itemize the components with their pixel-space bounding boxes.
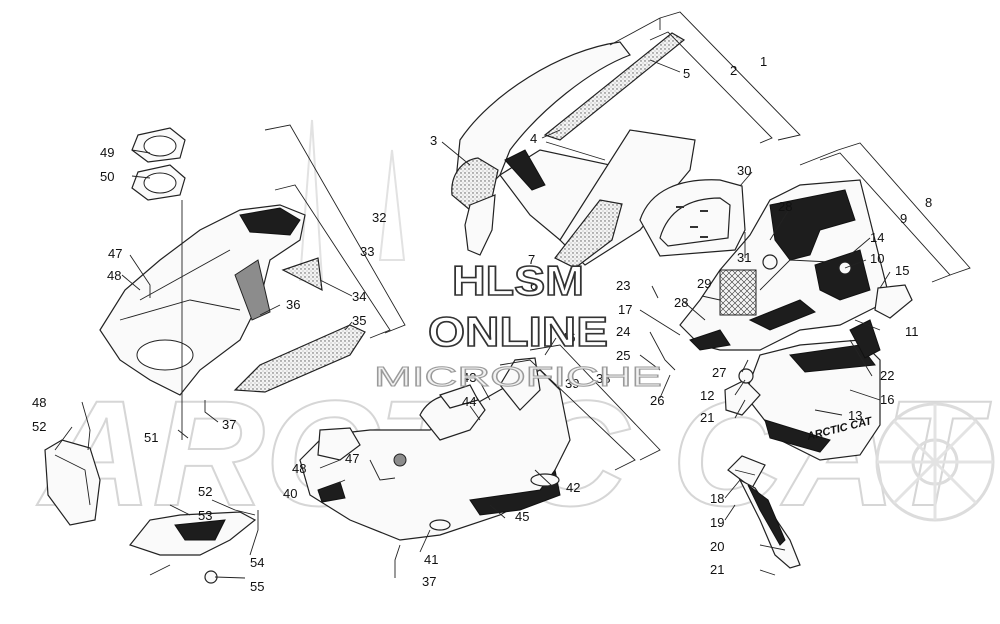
callout-31: 31 [737, 250, 751, 265]
callout-28-a: 28 [778, 199, 792, 214]
callout-26: 26 [650, 393, 664, 408]
callout-50: 50 [100, 169, 114, 184]
callout-32: 32 [372, 210, 386, 225]
callout-16: 16 [880, 392, 894, 407]
callout-13: 13 [848, 408, 862, 423]
callout-27: 27 [712, 365, 726, 380]
callout-45: 45 [515, 509, 529, 524]
callout-23: 23 [616, 278, 630, 293]
hood-assembly [451, 32, 746, 269]
side-panel-assembly: ARCTIC CAT [679, 179, 913, 461]
callout-17: 17 [618, 302, 632, 317]
callout-14: 14 [870, 230, 884, 245]
callout-42: 42 [566, 480, 580, 495]
callout-47-b: 47 [345, 451, 359, 466]
callout-15: 15 [895, 263, 909, 278]
callout-7: 7 [528, 252, 535, 267]
callout-37-a: 37 [222, 417, 236, 432]
callout-22: 22 [880, 368, 894, 383]
callout-2: 2 [730, 63, 737, 78]
callout-4: 4 [530, 131, 537, 146]
callout-1: 1 [760, 54, 767, 69]
hlsm-watermark: HLSM ONLINE MICROFICHE [374, 256, 663, 392]
callout-49: 49 [100, 145, 114, 160]
callout-29: 29 [697, 276, 711, 291]
callout-38: 38 [596, 371, 610, 386]
callout-11: 11 [905, 324, 919, 339]
callout-48-a: 48 [107, 268, 121, 283]
callout-46: 46 [561, 330, 575, 345]
callout-34: 34 [352, 289, 366, 304]
group-brackets [264, 11, 971, 471]
callout-9: 9 [900, 211, 907, 226]
callout-39: 39 [565, 376, 579, 391]
callout-52-a: 52 [32, 419, 46, 434]
callout-53: 53 [198, 508, 212, 523]
callout-6: 6 [530, 278, 537, 293]
left-side-assembly [44, 127, 366, 584]
watermark-line1: HLSM [452, 257, 584, 304]
callout-44: 44 [462, 394, 476, 409]
callout-25: 25 [616, 348, 630, 363]
callout-12: 12 [700, 388, 714, 403]
callout-21-b: 21 [710, 562, 724, 577]
callout-28-b: 28 [674, 295, 688, 310]
callout-35: 35 [352, 313, 366, 328]
callout-21-a: 21 [700, 410, 714, 425]
lower-right-pieces [727, 455, 801, 569]
callout-47-a: 47 [108, 246, 122, 261]
callout-24: 24 [616, 324, 630, 339]
callout-labels: 1 2 3 4 5 6 7 8 9 10 11 12 13 14 15 16 1… [32, 54, 932, 594]
callout-55: 55 [250, 579, 264, 594]
leader-lines [54, 59, 891, 579]
callout-41: 41 [424, 552, 438, 567]
belly-pan-assembly [299, 357, 571, 541]
callout-51: 51 [144, 430, 158, 445]
callout-10: 10 [870, 251, 884, 266]
callout-3: 3 [430, 133, 437, 148]
callout-43: 43 [462, 370, 476, 385]
callout-8: 8 [925, 195, 932, 210]
watermark-line3: MICROFICHE [374, 361, 662, 392]
callout-48-b: 48 [32, 395, 46, 410]
callout-54: 54 [250, 555, 264, 570]
callout-5: 5 [683, 66, 690, 81]
callout-36: 36 [286, 297, 300, 312]
callout-19: 19 [710, 515, 724, 530]
callout-33: 33 [360, 244, 374, 259]
callout-48-c: 48 [292, 461, 306, 476]
watermark-line2: ONLINE [428, 308, 608, 355]
callout-20: 20 [710, 539, 724, 554]
callout-30: 30 [737, 163, 751, 178]
callout-18: 18 [710, 491, 724, 506]
callout-37-b: 37 [422, 574, 436, 589]
callout-52-b: 52 [198, 484, 212, 499]
callout-40: 40 [283, 486, 297, 501]
